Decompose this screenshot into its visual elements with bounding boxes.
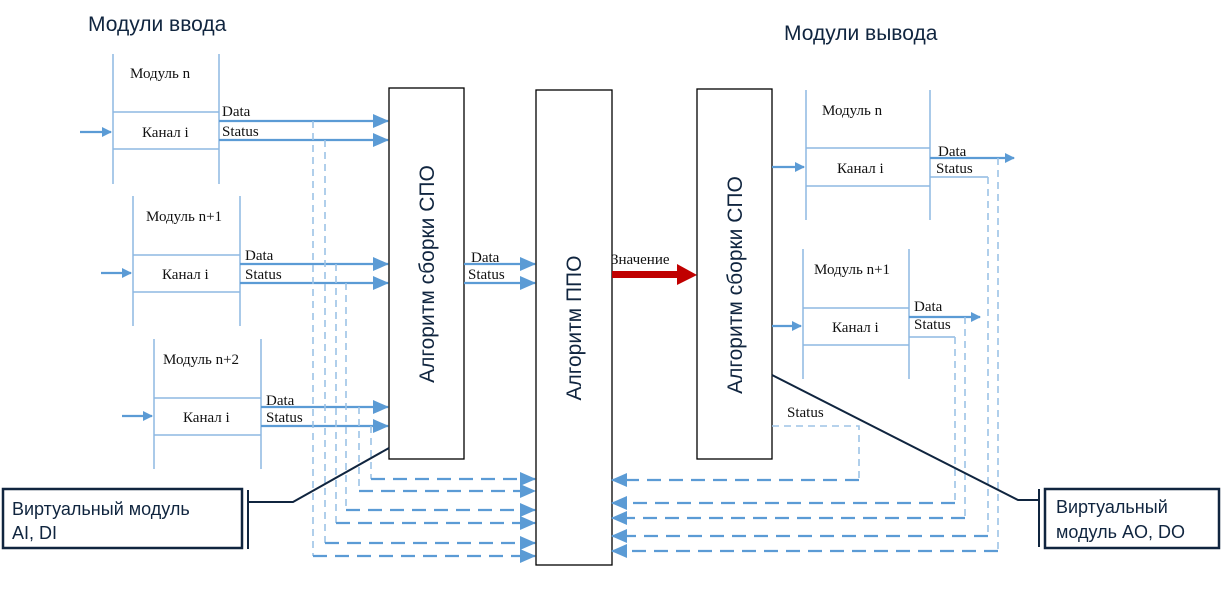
input-modules-title: Модули ввода — [88, 13, 227, 36]
status-label: Status — [936, 161, 973, 177]
module-name: Модуль n+1 — [814, 262, 890, 278]
module-name: Модуль n — [130, 66, 191, 82]
out-status-label: Status — [787, 405, 824, 421]
virtual-out-line2: модуль AO, DO — [1056, 522, 1185, 542]
status-label: Status — [914, 317, 951, 333]
channel-name: Канал i — [832, 320, 879, 336]
status-label: Status — [245, 267, 282, 283]
assembly-out-block: Алгоритм сборки СПО — [696, 88, 773, 460]
status-label: Status — [266, 410, 303, 426]
data-label: Data — [914, 299, 943, 315]
mid-data-label: Data — [471, 250, 500, 266]
data-label: Data — [938, 144, 967, 160]
output-module-n: Модуль n Канал i Data Status — [805, 90, 1015, 220]
channel-name: Канал i — [183, 410, 230, 426]
module-name: Модуль n — [822, 103, 883, 119]
virtual-module-in-callout: Виртуальный модуль AI, DI — [1, 447, 390, 550]
input-module-n: Модуль n Канал i Data Status — [80, 54, 259, 184]
output-return-dashed — [611, 158, 999, 558]
output-modules-title: Модули вывода — [784, 22, 938, 45]
ppo-label: Алгоритм ППО — [563, 256, 586, 401]
assembly-out-label: Алгоритм сборки СПО — [724, 176, 747, 394]
virtual-module-out-callout: Виртуальный модуль AO, DO — [771, 374, 1221, 550]
channel-name: Канал i — [837, 161, 884, 177]
ppo-block: Алгоритм ППО — [535, 89, 613, 566]
mid-status-label: Status — [468, 267, 505, 283]
channel-name: Канал i — [162, 267, 209, 283]
value-arrow — [612, 264, 697, 285]
virtual-in-line2: AI, DI — [12, 523, 57, 543]
data-label: Data — [266, 393, 295, 409]
module-name: Модуль n+1 — [146, 209, 222, 225]
virtual-in-line1: Виртуальный модуль — [12, 499, 190, 519]
output-module-n1: Модуль n+1 Канал i Data Status — [802, 249, 981, 379]
input-module-n1: Модуль n+1 Канал i Data Status — [101, 196, 282, 326]
value-label: Значение — [611, 252, 670, 268]
data-label: Data — [222, 104, 251, 120]
module-name: Модуль n+2 — [163, 352, 239, 368]
input-module-n2: Модуль n+2 Канал i Data Status — [122, 339, 303, 469]
data-label: Data — [245, 248, 274, 264]
assembly-in-block: Алгоритм сборки СПО — [388, 87, 465, 460]
channel-name: Канал i — [142, 125, 189, 141]
virtual-out-line1: Виртуальный — [1056, 497, 1168, 517]
input-bypass-dashed — [312, 121, 536, 563]
assembly-in-label: Алгоритм сборки СПО — [416, 165, 439, 383]
status-label: Status — [222, 124, 259, 140]
